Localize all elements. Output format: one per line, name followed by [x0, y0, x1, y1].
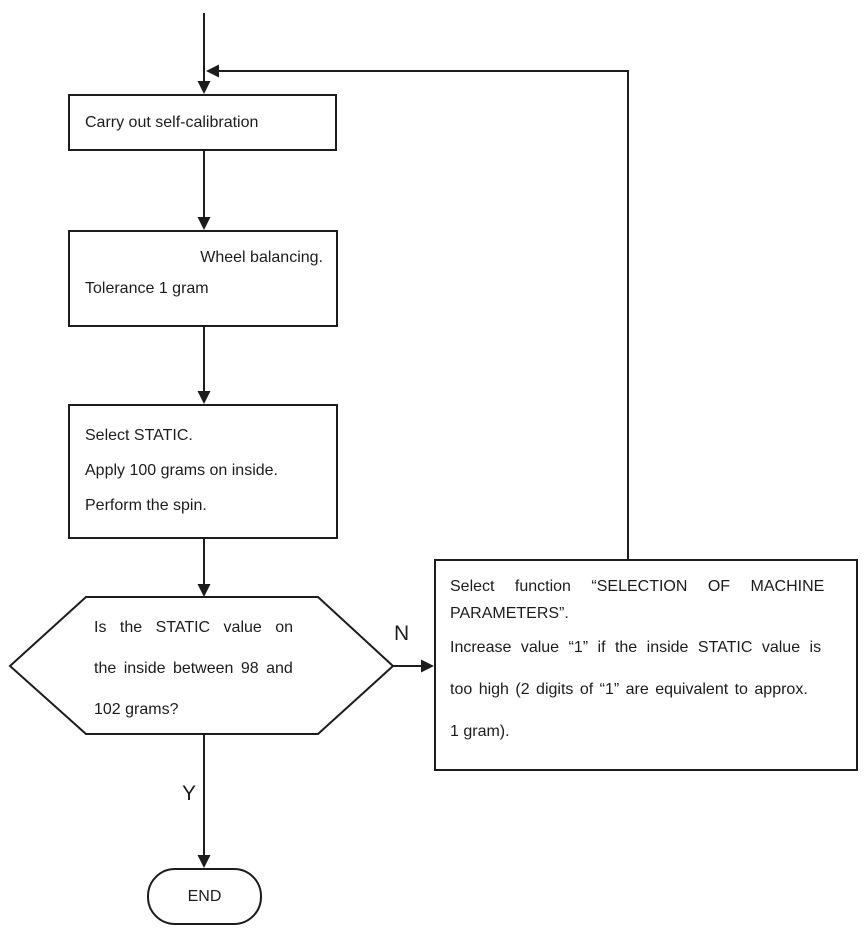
process-text: 1 gram).	[450, 723, 510, 740]
decision-line: Is the STATIC value on	[94, 619, 294, 636]
process-text: Apply 100 grams on inside.	[85, 462, 278, 479]
process-box-wheel-balancing: Wheel balancing. Tolerance 1 gram	[68, 230, 338, 327]
adjust-paragraph-2: Increase value “1” if the inside STATIC …	[450, 627, 843, 753]
arrow-selfcal-to-wheelbal	[197, 151, 211, 230]
process-text: Wheel balancing.	[200, 249, 323, 266]
end-terminal: END	[147, 868, 262, 925]
decision-line: 102 grams?	[94, 701, 179, 718]
process-text: Perform the spin.	[85, 497, 207, 514]
adjust-paragraph-1: Select function “SELECTION OF MACHINE PA…	[450, 573, 843, 627]
arrow-wheelbal-to-static	[197, 327, 211, 404]
arrow-yes-branch	[197, 734, 211, 868]
entry-arrow	[197, 13, 211, 94]
feedback-loop-arrow	[206, 64, 629, 559]
branch-label-no: N	[394, 622, 410, 645]
arrow-static-to-decision	[197, 539, 211, 597]
arrow-no-branch	[393, 659, 434, 673]
process-text: PARAMETERS”.	[450, 605, 569, 622]
process-box-adjust-parameters: Select function “SELECTION OF MACHINE PA…	[434, 559, 858, 771]
process-text: Increase value “1” if the inside STATIC …	[450, 639, 822, 656]
process-text: Select STATIC.	[85, 427, 193, 444]
process-box-static-test: Select STATIC. Apply 100 grams on inside…	[68, 404, 338, 539]
process-text: too high (2 digits of “1” are equivalent…	[450, 681, 808, 698]
branch-label-yes: Y	[182, 782, 197, 805]
process-text: Select function “SELECTION OF MACHINE	[450, 578, 825, 595]
process-text: Carry out self-calibration	[85, 113, 259, 131]
process-text: Tolerance 1 gram	[85, 280, 209, 297]
decision-line: the inside between 98 and	[94, 660, 293, 677]
process-box-self-calibration: Carry out self-calibration	[68, 94, 337, 151]
end-label: END	[187, 887, 222, 905]
decision-text: Is the STATIC value on the inside betwee…	[94, 607, 312, 730]
